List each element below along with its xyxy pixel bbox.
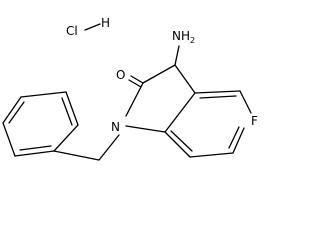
structure-canvas: Cl H NH2 O N F bbox=[2, 16, 258, 161]
c3-nh2-bond bbox=[174, 45, 180, 66]
n1-ch2-bond bbox=[98, 134, 120, 161]
phenyl-bond-1-inner bbox=[19, 145, 52, 151]
c2-n1-bond bbox=[125, 82, 144, 117]
c7-c7a-bond bbox=[164, 131, 191, 158]
c3a-c4-bond bbox=[194, 90, 241, 94]
phenyl-bond-5-inner bbox=[61, 97, 73, 126]
phenyl-bond-3-inner bbox=[8, 101, 25, 124]
molecule-diagram: Cl H NH2 O N F bbox=[2, 16, 258, 161]
c2-o-double-bond-a bbox=[130, 75, 144, 84]
n1-c7a-bond bbox=[125, 125, 166, 133]
phenyl-bond-5 bbox=[65, 91, 79, 126]
phenyl-bond-1 bbox=[14, 150, 55, 157]
chlorine-label: Cl bbox=[66, 24, 78, 38]
c5-c6-bond bbox=[232, 127, 245, 154]
phenyl-bond-2 bbox=[2, 122, 16, 157]
fluorine-label: F bbox=[251, 114, 258, 128]
c5-c6-inner-bond bbox=[228, 126, 240, 149]
ring-nitrogen-label: N bbox=[111, 120, 120, 134]
c2-c3-bond bbox=[142, 64, 176, 84]
phenyl-bond-6 bbox=[53, 124, 79, 152]
c3-c3a-bond bbox=[174, 64, 196, 94]
c6-c7-bond bbox=[189, 152, 234, 158]
amine-label: NH2 bbox=[172, 29, 195, 45]
phenyl-bond-3 bbox=[2, 96, 22, 124]
c4-c5-bond bbox=[239, 90, 252, 114]
c2-o-double-bond-b bbox=[128, 79, 142, 88]
phenyl-bond-4 bbox=[20, 91, 67, 98]
c3a-c4-inner-bond bbox=[199, 95, 237, 99]
c7-c7a-inner-bond bbox=[170, 130, 193, 152]
c3a-c7a-bond bbox=[164, 92, 196, 133]
oxygen-label: O bbox=[116, 68, 125, 82]
ch2-ipso-bond bbox=[53, 150, 100, 161]
hcl-bond bbox=[84, 23, 101, 31]
hydrogen-label: H bbox=[101, 16, 110, 30]
